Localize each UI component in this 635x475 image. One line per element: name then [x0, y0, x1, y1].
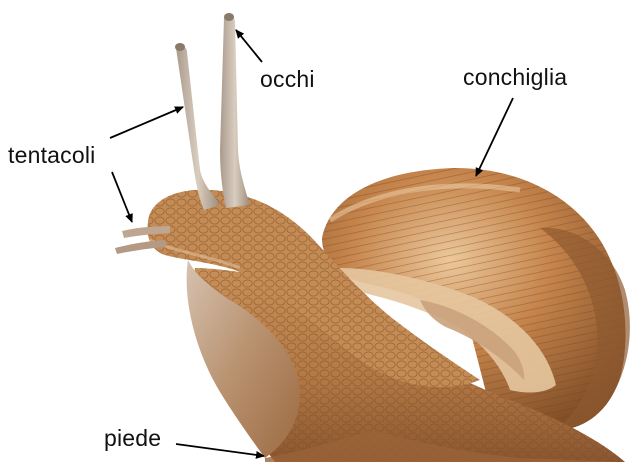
arrow-tentacles-lower [112, 172, 132, 222]
eye-right [224, 13, 234, 21]
label-tentacles: tentacoli [8, 142, 95, 169]
arrow-shell [476, 98, 513, 176]
arrow-eyes [236, 30, 262, 62]
label-shell: conchiglia [463, 64, 567, 91]
eye-stalk-right [220, 16, 250, 208]
eye-stalks [175, 13, 250, 210]
tentacle-lower [115, 240, 166, 254]
eye-stalk-left [176, 46, 220, 210]
label-eyes: occhi [260, 66, 315, 93]
arrow-foot [176, 444, 264, 456]
arrow-tentacles-stalk [110, 107, 183, 138]
eye-left [175, 43, 185, 51]
label-foot: piede [104, 425, 161, 452]
